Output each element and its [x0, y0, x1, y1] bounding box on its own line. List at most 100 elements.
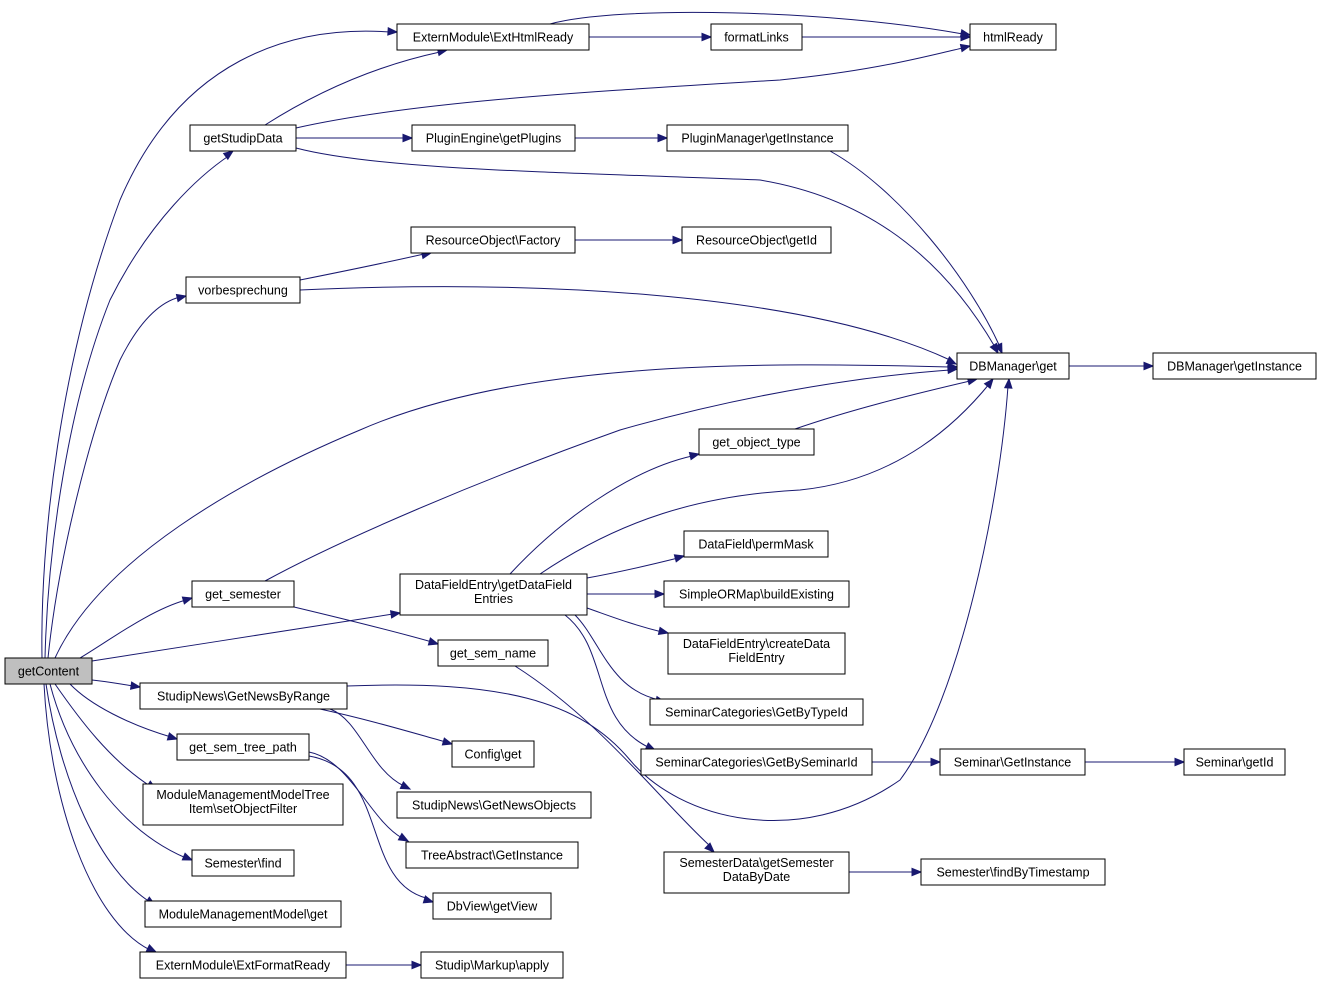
edge-getStudipData-to-ExternModuleExtHtmlReady	[264, 47, 449, 126]
node-label: Semester\findByTimestamp	[936, 866, 1089, 880]
arrowhead-icon	[389, 610, 402, 619]
edge-line	[514, 665, 711, 847]
node-box	[956, 352, 1070, 380]
node-label: ResourceObject\Factory	[426, 234, 562, 248]
node-SeminarGetInstance[interactable]: Seminar\GetInstance	[939, 748, 1086, 776]
node-SimpleORMapBuildExisting[interactable]: SimpleORMap\buildExisting	[663, 580, 850, 608]
arrowhead-icon	[397, 832, 410, 842]
node-getSemTreePath[interactable]: get_sem_tree_path	[176, 733, 310, 761]
node-box	[667, 632, 846, 675]
arrowhead-icon	[422, 895, 435, 904]
edge-line	[49, 683, 187, 859]
arrowhead-icon	[657, 626, 670, 636]
arrowhead-icon	[911, 867, 923, 877]
node-label: Seminar\GetInstance	[954, 756, 1071, 770]
node-label: FieldEntry	[728, 651, 785, 665]
arrowhead-icon	[960, 32, 972, 42]
edge-ExternModuleExtFormatReady-to-StudipMarkupApply	[346, 960, 423, 970]
node-SeminarGetId[interactable]: Seminar\getId	[1183, 748, 1286, 776]
edge-line	[54, 364, 951, 659]
arrowhead-icon	[166, 732, 179, 741]
edge-line	[299, 253, 425, 281]
node-SeminarCategoriesGetBySeminarId[interactable]: SeminarCategories\GetBySeminarId	[640, 748, 873, 776]
node-label: ModuleManagementModelTree	[156, 788, 329, 802]
node-SemesterFindByTimestamp[interactable]: Semester\findByTimestamp	[920, 858, 1106, 886]
edge-line	[69, 683, 172, 738]
node-box	[710, 23, 803, 51]
node-DBManagerGet[interactable]: DBManager\get	[956, 352, 1070, 380]
arrowhead-icon	[181, 596, 194, 605]
node-label: get_object_type	[712, 436, 800, 450]
node-box	[399, 573, 588, 616]
node-StudipMarkupApply[interactable]: Studip\Markup\apply	[420, 951, 564, 979]
edge-DataFieldEntryGetDataFieldEntries-to-getObjectType	[509, 451, 701, 575]
arrowhead-icon	[402, 133, 414, 143]
node-label: DataField\permMask	[698, 538, 814, 552]
edge-getStudipData-to-htmlReady	[295, 43, 972, 129]
node-ModuleManagementModelTreeItemSetObjectFilter[interactable]: ModuleManagementModelTreeItem\setObjectF…	[142, 783, 344, 826]
arrowhead-icon	[945, 356, 958, 365]
edge-getContent-to-SemesterFind	[49, 683, 194, 861]
node-DBManagerGetInstance[interactable]: DBManager\getInstance	[1152, 352, 1317, 380]
node-label: ResourceObject\getId	[696, 234, 817, 248]
edge-getContent-to-getStudipData	[44, 150, 235, 659]
node-SeminarCategoriesGetByTypeId[interactable]: SeminarCategories\GetByTypeId	[649, 698, 864, 726]
edge-line	[91, 679, 135, 687]
node-getObjectType[interactable]: get_object_type	[698, 428, 815, 456]
node-label: formatLinks	[724, 31, 789, 45]
node-formatLinks[interactable]: formatLinks	[710, 23, 803, 51]
node-StudipNewsGetNewsByRange[interactable]: StudipNews\GetNewsByRange	[139, 682, 348, 710]
node-box	[411, 124, 576, 152]
node-PluginManagerGetInstance[interactable]: PluginManager\getInstance	[666, 124, 849, 152]
edge-line	[564, 614, 651, 749]
edge-DBManagerGet-to-DBManagerGetInstance	[1069, 361, 1155, 371]
edge-line	[549, 11, 964, 35]
arrowhead-icon	[1143, 361, 1155, 371]
node-ModuleManagementModelGet[interactable]: ModuleManagementModel\get	[144, 900, 342, 928]
node-getStudipData[interactable]: getStudipData	[189, 124, 297, 152]
node-vorbesprechung[interactable]: vorbesprechung	[185, 276, 301, 304]
node-getContent[interactable]: getContent	[4, 657, 93, 685]
edge-StudipNewsGetNewsByRange-to-StudipNewsGetNewsObjects	[329, 708, 412, 790]
arrowhead-icon	[673, 554, 686, 563]
node-ExternModuleExtHtmlReady[interactable]: ExternModule\ExtHtmlReady	[396, 23, 590, 51]
arrowhead-icon	[399, 781, 412, 790]
edge-PluginManagerGetInstance-to-DBManagerGet	[829, 150, 1003, 355]
edge-PluginEngineGetPlugins-to-PluginManagerGetInstance	[575, 133, 669, 143]
edge-vorbesprechung-to-DBManagerGet	[299, 286, 958, 365]
arrowhead-icon	[1003, 377, 1013, 389]
node-box	[451, 740, 535, 768]
node-htmlReady[interactable]: htmlReady	[969, 23, 1057, 51]
node-getSemName[interactable]: get_sem_name	[437, 639, 549, 667]
arrowhead-icon	[947, 365, 959, 375]
node-ConfigGet[interactable]: Config\get	[451, 740, 535, 768]
arrowhead-icon	[959, 43, 972, 53]
node-SemesterFind[interactable]: Semester\find	[191, 849, 295, 877]
edge-line	[299, 286, 951, 361]
edge-DataFieldEntryGetDataFieldEntries-to-SeminarCategoriesGetBySeminarId	[564, 614, 657, 751]
node-ExternModuleExtFormatReady[interactable]: ExternModule\ExtFormatReady	[139, 951, 347, 979]
arrowhead-icon	[1174, 757, 1186, 767]
node-box	[663, 851, 850, 894]
nodes-layer: getContent ExternModule\ExtHtmlReady forma…	[4, 23, 1317, 979]
edge-getContent-to-ModuleManagementModelGet	[45, 683, 157, 906]
node-ResourceObjectGetId[interactable]: ResourceObject\getId	[681, 226, 832, 254]
node-DataFieldPermMask[interactable]: DataField\permMask	[683, 530, 829, 558]
edge-getContent-to-getSemester	[79, 596, 194, 659]
node-label: get_semester	[205, 588, 281, 602]
node-DbViewGetView[interactable]: DbView\getView	[432, 892, 552, 920]
node-StudipNewsGetNewsObjects[interactable]: StudipNews\GetNewsObjects	[396, 791, 592, 819]
node-box	[939, 748, 1086, 776]
node-ResourceObjectFactory[interactable]: ResourceObject\Factory	[410, 226, 576, 254]
edge-getStudipData-to-DBManagerGet	[295, 147, 999, 355]
node-label: vorbesprechung	[198, 284, 288, 298]
node-TreeAbstractGetInstance[interactable]: TreeAbstract\GetInstance	[405, 841, 579, 869]
edge-getContent-to-ExternModuleExtFormatReady	[43, 683, 158, 953]
node-PluginEngineGetPlugins[interactable]: PluginEngine\getPlugins	[411, 124, 576, 152]
edge-line	[308, 755, 427, 899]
node-getSemester[interactable]: get_semester	[191, 580, 295, 608]
